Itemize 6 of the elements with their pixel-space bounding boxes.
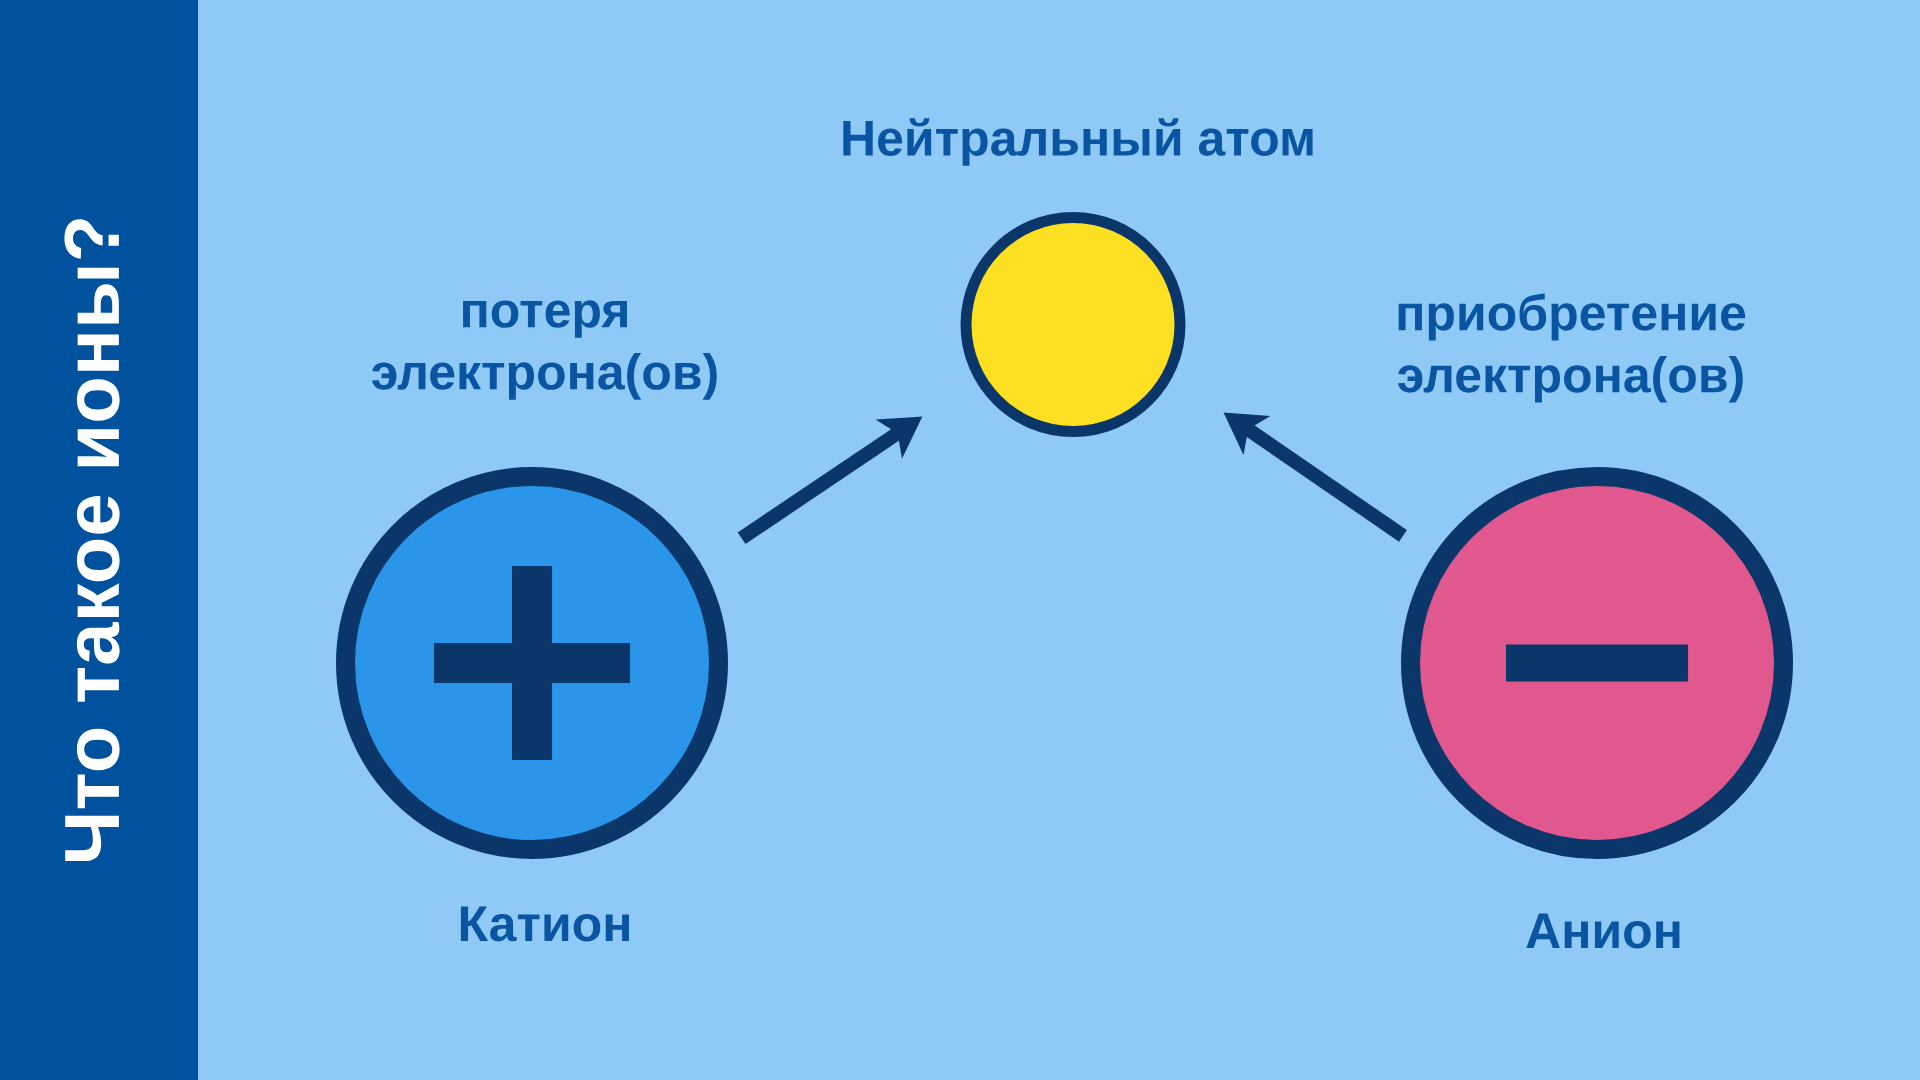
slide-title: Что такое ионы? xyxy=(64,219,120,862)
edge-label: приобретение электрона(ов) xyxy=(1398,293,1746,403)
node-label: Анион xyxy=(1526,913,1680,949)
node-label: Катион xyxy=(460,906,629,942)
edge-label: потеря электрона(ов) xyxy=(372,300,717,400)
node-label: Нейтральный атом xyxy=(843,118,1313,166)
